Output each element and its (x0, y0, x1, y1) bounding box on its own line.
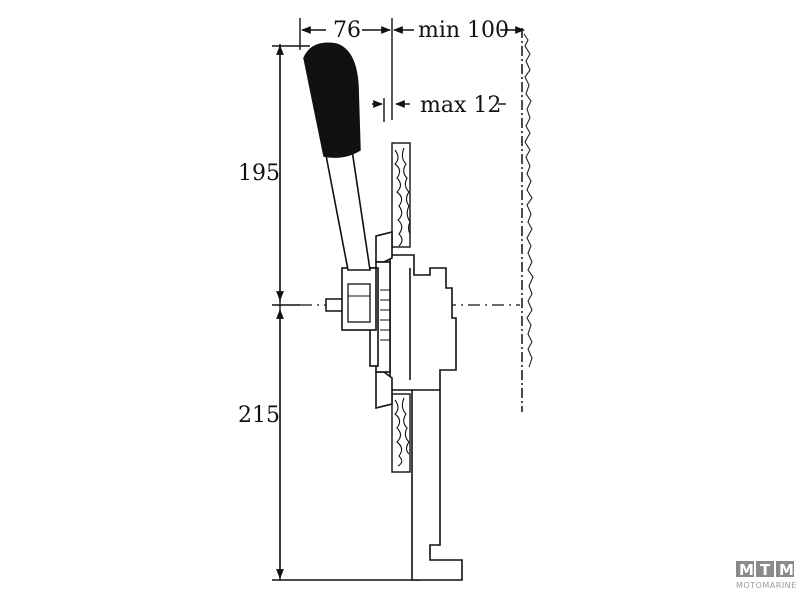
dim-max-12-label: max 12 (420, 93, 501, 118)
dim-195-label: 195 (238, 161, 280, 186)
dim-76-label: 76 (333, 18, 361, 43)
knob-grip (303, 42, 361, 158)
dimension-lines (272, 18, 525, 581)
dim-min-100-label: min 100 (418, 18, 509, 43)
logo-box-m1 (736, 561, 754, 577)
logo-box-t (756, 561, 774, 577)
logo-letter-2: T (760, 561, 771, 579)
logo-letter-3: M (779, 561, 794, 579)
mounting-wall (521, 28, 534, 412)
lever-assembly (303, 42, 377, 331)
logo-subtitle: MOTOMARINE (736, 581, 797, 590)
panel-section (391, 142, 411, 473)
logo-letter-1: M (739, 561, 754, 579)
control-housing (369, 230, 463, 581)
dim-215-label: 215 (238, 403, 280, 428)
logo-box-m2 (776, 561, 794, 577)
motomarine-logo: M T M MOTOMARINE (736, 561, 797, 590)
